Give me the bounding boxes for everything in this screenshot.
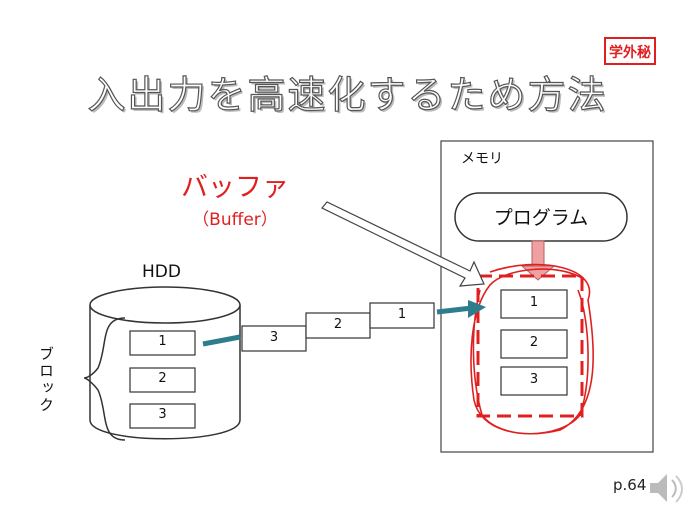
transfer-block: [241, 325, 307, 352]
transfer-block: [369, 302, 435, 329]
page-number: p.64: [613, 476, 647, 494]
memory-slot-number: 3: [529, 372, 539, 387]
transfer-arrow-head: [468, 300, 486, 318]
hdd-block-number: 1: [158, 334, 167, 349]
memory-label: メモリ: [461, 151, 503, 167]
hdd-cylinder-top: [89, 286, 241, 324]
block-label: ブロック: [37, 346, 55, 414]
transfer-line-start: [202, 334, 241, 347]
program-label: プログラム: [493, 207, 589, 229]
memory-slot-number: 2: [529, 335, 539, 350]
memory-slot: [500, 366, 568, 396]
buffer-scribble: [470, 263, 594, 435]
transfer-block-number: 1: [397, 307, 407, 322]
buffer-region: [476, 274, 584, 418]
program-arrow-shaft: [531, 240, 545, 268]
memory-slot-number: 1: [529, 295, 539, 310]
transfer-block-number: 3: [269, 330, 279, 345]
speaker-icon: [650, 474, 683, 503]
hdd-block: [129, 403, 196, 429]
block-brace: [83, 317, 126, 441]
hdd-block-number: 3: [158, 407, 167, 422]
buffer-label: バッファ: [181, 172, 289, 203]
buffer-sublabel: （Buffer）: [192, 210, 278, 230]
transfer-line-end: [436, 305, 473, 315]
hdd-block: [129, 367, 196, 393]
transfer-block-number: 2: [333, 317, 343, 332]
buffer-pointer-arrow: [321, 201, 485, 287]
confidential-stamp: 学外秘: [604, 37, 656, 65]
hdd-label: HDD: [142, 262, 181, 282]
memory-slot: [500, 329, 568, 359]
hdd-block-number: 2: [158, 371, 167, 386]
slide-title: 入出力を高速化するため方法: [87, 72, 608, 117]
hdd-block: [129, 330, 196, 356]
transfer-block: [305, 312, 371, 339]
memory-slot: [500, 289, 568, 319]
